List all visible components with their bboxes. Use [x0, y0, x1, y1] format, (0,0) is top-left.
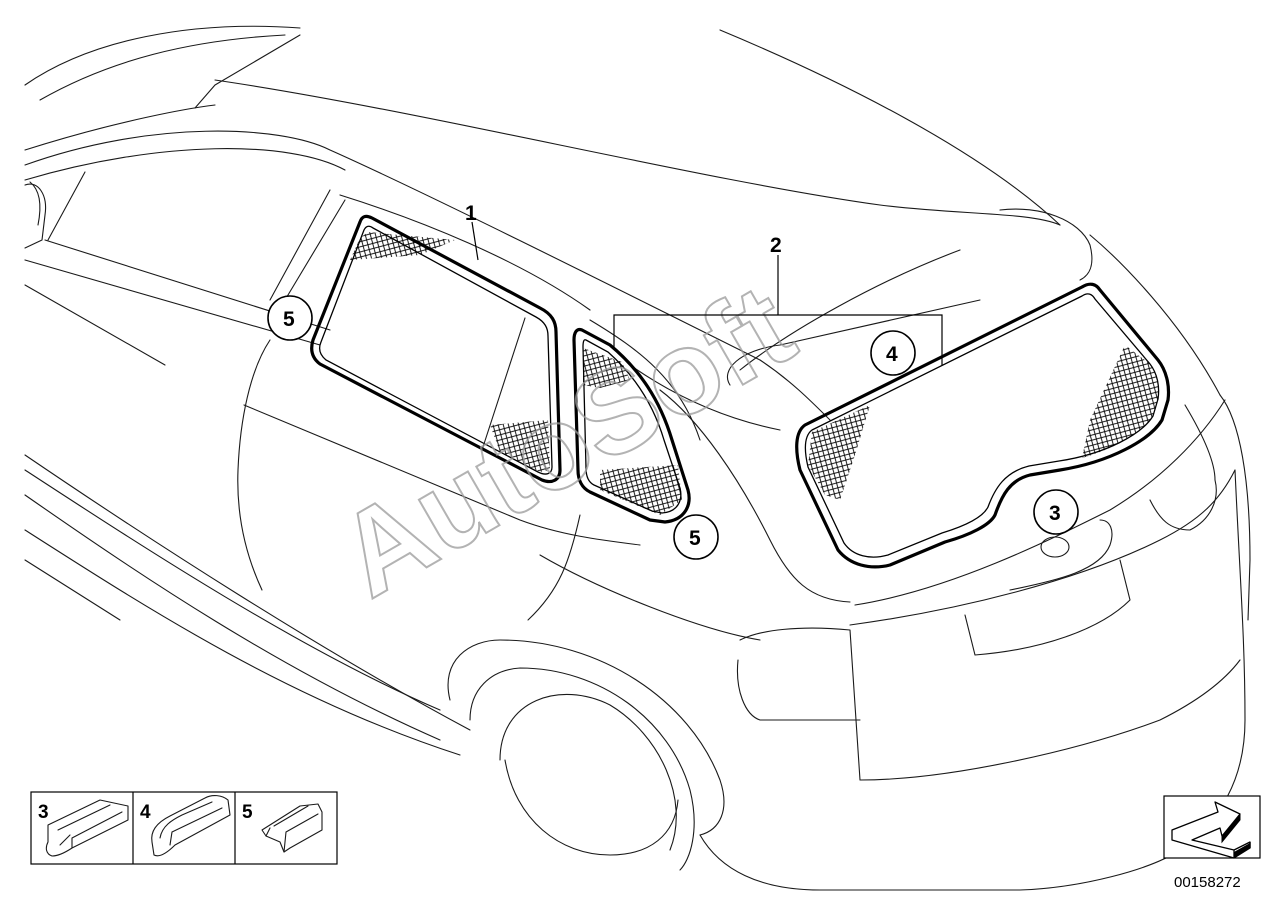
callout-5-front: 5	[283, 308, 295, 331]
quarter-window-part-5	[572, 327, 691, 524]
legend-item-4-number: 4	[140, 802, 151, 823]
clip-5-icon	[261, 803, 323, 853]
callout-5a-group: 5	[267, 295, 313, 341]
diagram-number: 00158272	[1174, 874, 1241, 891]
callout-5-rear: 5	[689, 527, 701, 550]
rear-side-window-part-1	[310, 214, 562, 484]
legend-inset: 3 4 5	[30, 791, 338, 865]
legend-item-5-number: 5	[242, 802, 253, 823]
rear-window-part-3	[795, 282, 1171, 569]
seal-profile-4-icon	[151, 795, 231, 857]
callout-5b-group: 5	[673, 514, 719, 560]
callout-3: 3	[1049, 502, 1061, 525]
legend-item-3-number: 3	[38, 802, 49, 823]
callout-1: 1	[465, 202, 477, 225]
car-body-outline	[24, 25, 1251, 891]
callout-2: 2	[770, 234, 782, 257]
seal-profile-3-icon	[45, 799, 129, 857]
direction-arrow-icon	[1163, 795, 1261, 859]
callout-4: 4	[886, 343, 898, 366]
callout-4-group: 4	[870, 330, 916, 376]
callout-leaders	[471, 221, 943, 365]
callout-3-group: 3	[1033, 489, 1079, 535]
watermark-text: AutoSoft	[317, 259, 814, 622]
